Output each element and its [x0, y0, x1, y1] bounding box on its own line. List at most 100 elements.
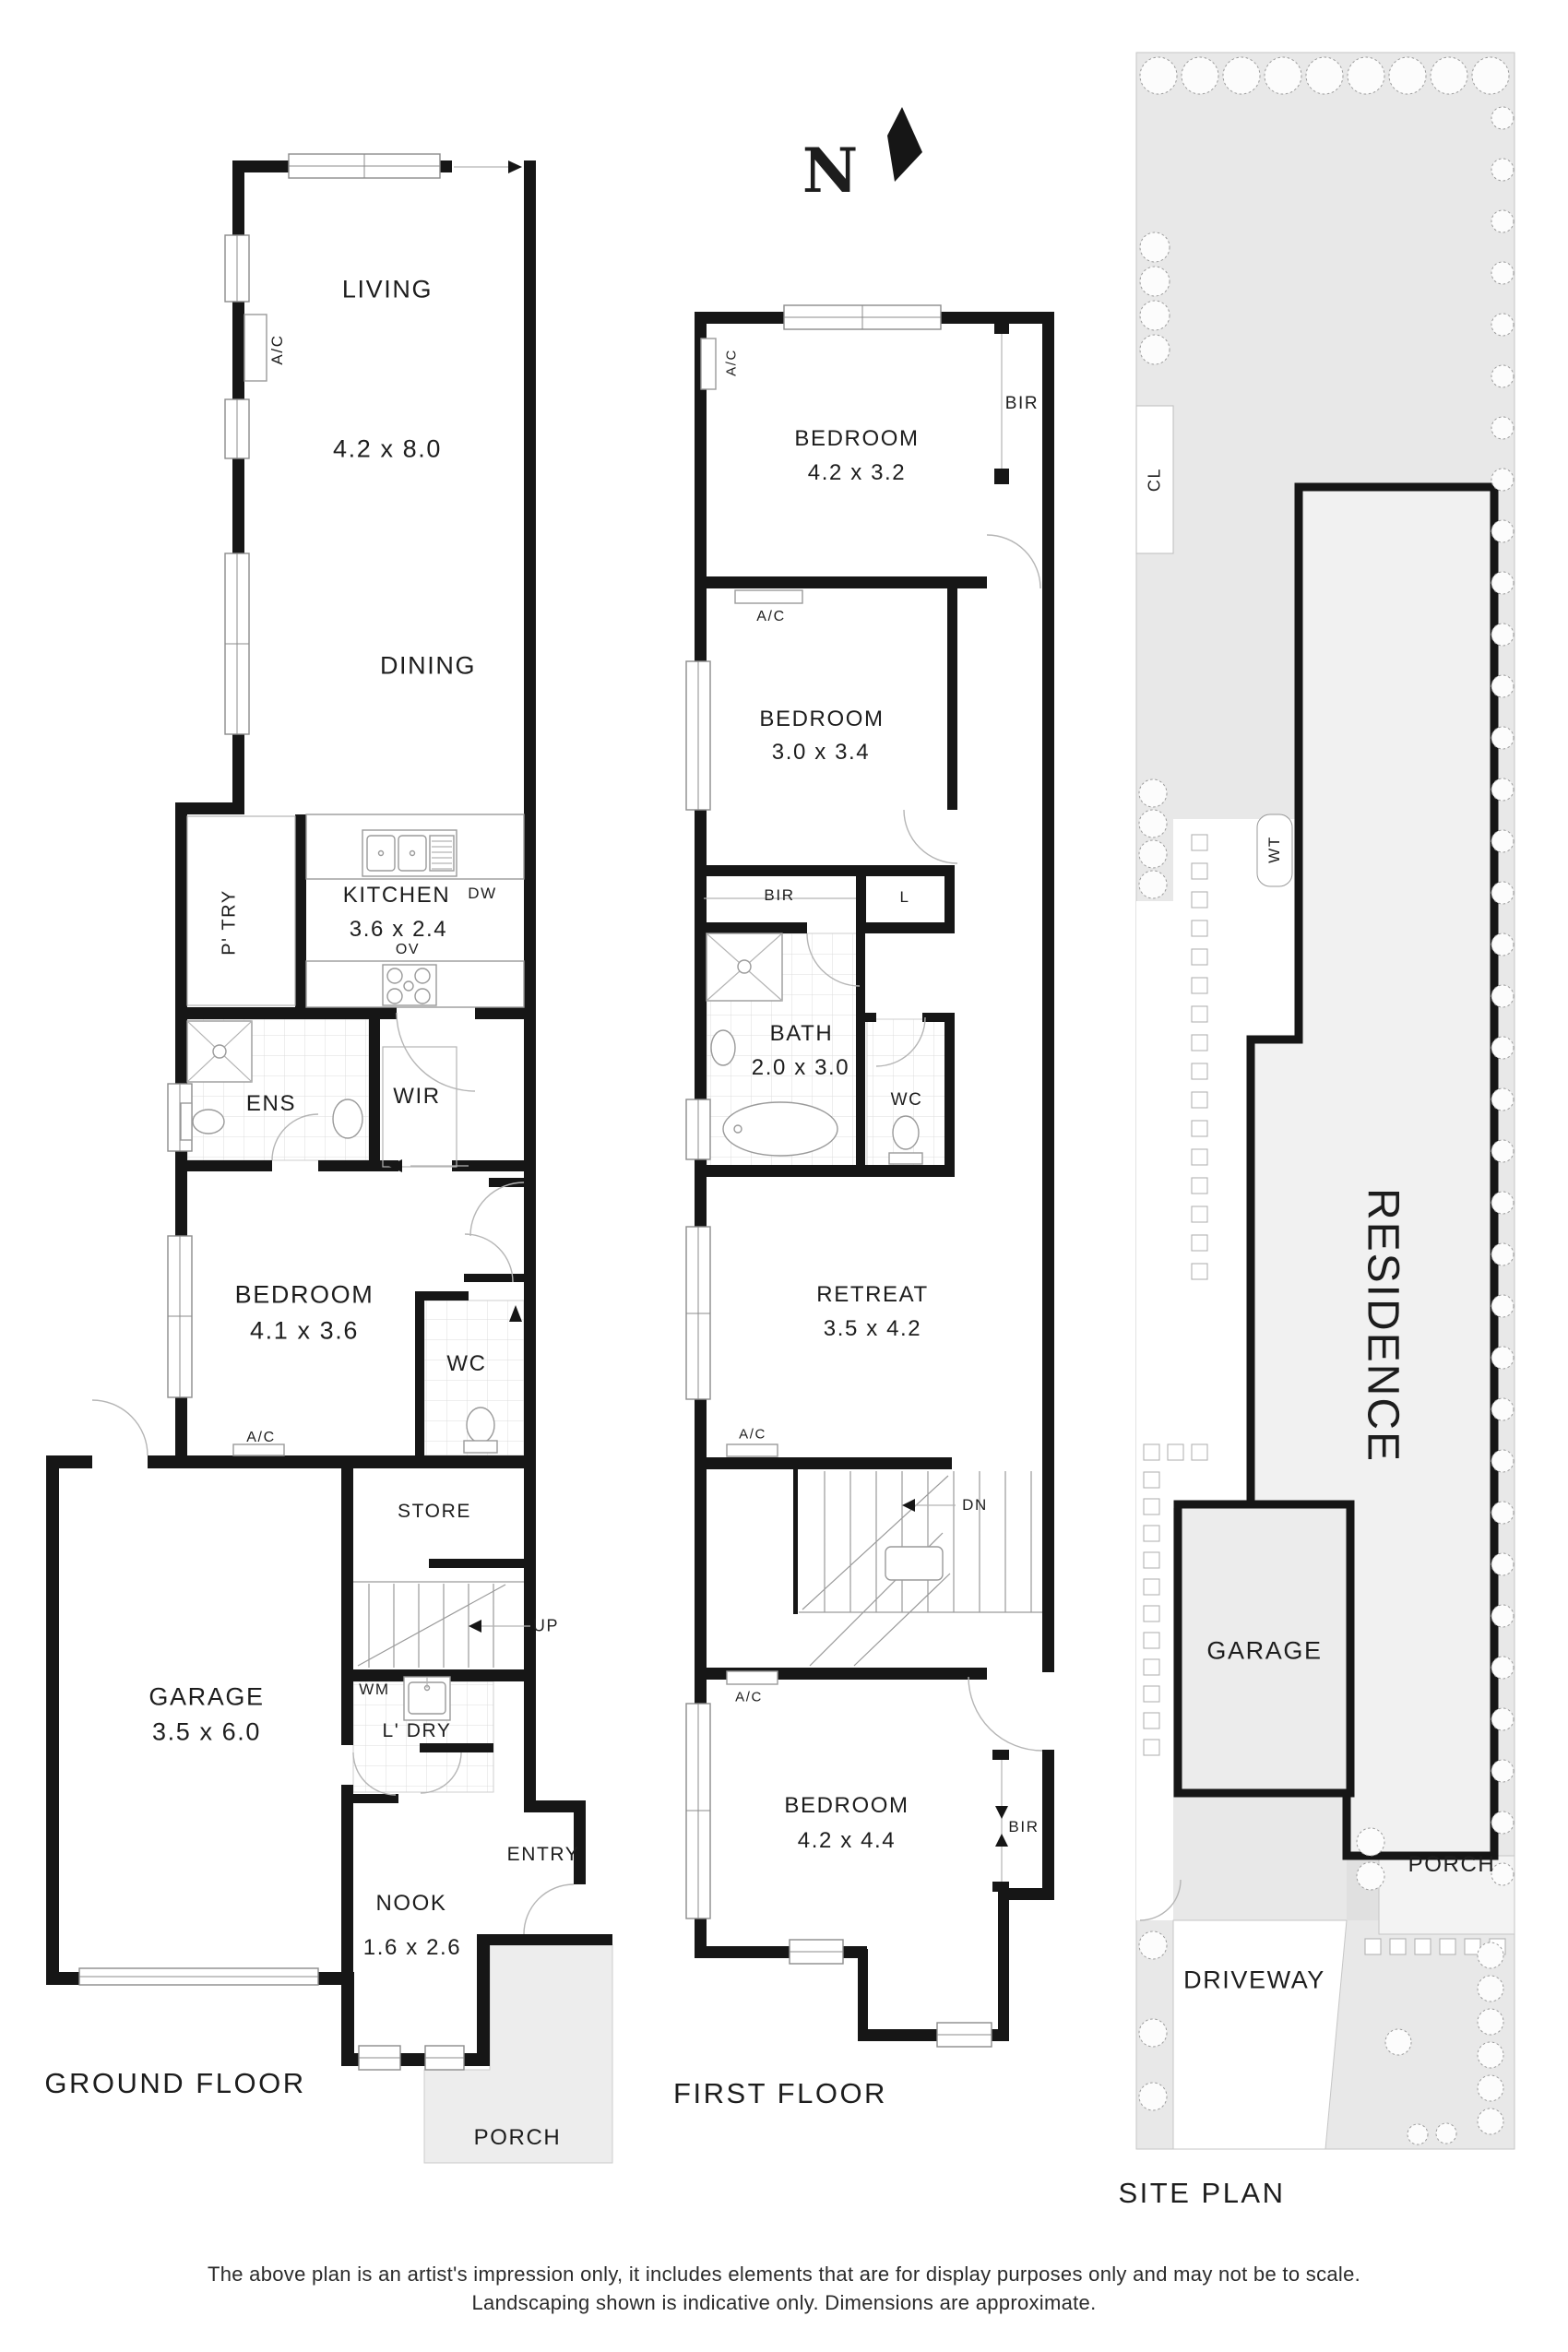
ff-bedroom3-label: BEDROOM [784, 1793, 909, 1818]
ac-unit [244, 314, 267, 382]
site-plan [1135, 52, 1515, 2150]
ac-unit [700, 338, 717, 390]
gf-garage-label: GARAGE [148, 1682, 265, 1711]
wir-robe [382, 1046, 457, 1168]
gf-ov-label: OV [395, 942, 421, 957]
pantry-shelves [186, 815, 296, 1006]
ff-title: FIRST FLOOR [673, 2077, 887, 2109]
bathtub-icon [722, 1101, 838, 1157]
sp-cl-label: CL [1145, 467, 1164, 493]
gf-ac-label-bedroom: A/C [246, 1430, 276, 1445]
ff-dn-label: DN [962, 1496, 988, 1514]
ff-bir3-label: BIR [1008, 1818, 1039, 1835]
gf-living-dims: 4.2 x 8.0 [333, 434, 442, 463]
wir-arrow-icon [388, 1159, 402, 1172]
gf-porch-label: PORCH [473, 2125, 562, 2150]
north-label: N [802, 135, 859, 207]
ac-unit [726, 1443, 778, 1457]
ff-ac-label-bed1: A/C [723, 349, 740, 376]
ff-retreat-label: RETREAT [816, 1282, 929, 1307]
ff-ac-label-bed2: A/C [756, 609, 786, 624]
ff-retreat-dims: 3.5 x 4.2 [823, 1316, 922, 1341]
gf-wc-label: WC [446, 1351, 487, 1376]
clothesline-box [1135, 405, 1174, 554]
bath-fixtures [706, 932, 923, 1165]
gf-bedroom-dims: 4.1 x 3.6 [250, 1316, 359, 1345]
gf-kitchen-label: KITCHEN [342, 883, 451, 908]
dn-arrow-icon [902, 1499, 915, 1512]
bir-door-marker [995, 1806, 1008, 1819]
toilet-icon [892, 1115, 920, 1150]
gf-kitchen-dims: 3.6 x 2.4 [349, 917, 448, 942]
water-tank [1256, 814, 1293, 887]
ff-bedroom1-label: BEDROOM [794, 426, 920, 451]
gf-nook-dims: 1.6 x 2.6 [362, 1935, 462, 1960]
ff-bedroom3-dims: 4.2 x 4.4 [797, 1828, 897, 1853]
laundry-trough [403, 1676, 451, 1721]
bir-door-marker [995, 1834, 1008, 1847]
ac-unit [726, 1670, 778, 1685]
ac-unit [734, 589, 803, 604]
gf-entry-label: ENTRY [506, 1844, 580, 1865]
toilet-icon [466, 1407, 495, 1443]
gf-nook-label: NOOK [375, 1891, 447, 1916]
gf-wc-door-marker [509, 1305, 522, 1322]
ff-bir2-label: BIR [764, 886, 795, 904]
gf-pantry-label: P' TRY [219, 889, 240, 956]
gf-ens-label: ENS [245, 1091, 297, 1116]
ff-bedroom2-dims: 3.0 x 3.4 [771, 740, 871, 765]
gf-ac-label-living: A/C [268, 334, 286, 365]
sp-wt-label: WT [1265, 836, 1283, 863]
ff-bedroom2-label: BEDROOM [759, 707, 885, 731]
toilet-icon [180, 1102, 193, 1141]
first-floor-plan [685, 304, 1054, 2048]
stepping-pads [1143, 834, 1208, 1756]
disclaimer-line1: The above plan is an artist's impression… [207, 2263, 1361, 2286]
ff-bedroom1-dims: 4.2 x 3.2 [807, 460, 907, 485]
sp-garage-label: GARAGE [1206, 1636, 1323, 1665]
ff-bath-dims: 2.0 x 3.0 [751, 1055, 850, 1080]
sp-driveway-label: DRIVEWAY [1183, 1966, 1325, 1994]
entry-arrow-icon [508, 160, 522, 173]
ens-fixtures [180, 1020, 363, 1141]
gf-store-label: STORE [398, 1501, 471, 1522]
ff-stairs [799, 1471, 1042, 1667]
gf-dw-label: DW [468, 885, 497, 902]
disclaimer-line2: Landscaping shown is indicative only. Di… [471, 2291, 1097, 2314]
ff-wc-label: WC [890, 1090, 923, 1110]
ff-linen-label: L [899, 888, 910, 906]
sp-title: SITE PLAN [1118, 2177, 1286, 2209]
kitchen-bench [305, 814, 525, 1008]
basin-icon [332, 1099, 363, 1139]
ff-ac-label-retreat: A/C [739, 1426, 766, 1443]
ac-unit [232, 1443, 285, 1456]
gf-door-arcs [91, 1012, 575, 1935]
ff-windows [685, 304, 992, 2048]
sp-porch-label: PORCH [1408, 1852, 1496, 1877]
up-arrow-icon [469, 1620, 481, 1633]
site-porch-area [1378, 1855, 1515, 1935]
ground-floor-plan [46, 153, 613, 2164]
gf-wm-label: WM [359, 1681, 390, 1698]
basin-icon [710, 1029, 736, 1066]
north-arrow-icon [887, 107, 922, 182]
gf-dining-label: DINING [379, 651, 477, 680]
trees [1138, 56, 1515, 2145]
site-driveway-area [1172, 1919, 1348, 2150]
gf-stairs [353, 1581, 530, 1668]
gf-wir-label: WIR [393, 1084, 441, 1109]
sp-residence-label: RESIDENCE [1358, 1187, 1408, 1464]
ff-door-arcs [806, 534, 1043, 1752]
gf-windows [78, 153, 465, 2071]
gf-garage-dims: 3.5 x 6.0 [152, 1717, 261, 1746]
gf-up-label: UP [532, 1616, 560, 1635]
ff-bir1-label: BIR [1004, 394, 1039, 413]
ff-ac-label-bed3: A/C [735, 1689, 763, 1705]
gf-title: GROUND FLOOR [44, 2067, 306, 2099]
site-garage-outline [1173, 1500, 1355, 1798]
gf-living-label: LIVING [341, 275, 434, 303]
gf-bedroom-label: BEDROOM [234, 1280, 374, 1309]
ff-walls [695, 312, 1054, 2041]
